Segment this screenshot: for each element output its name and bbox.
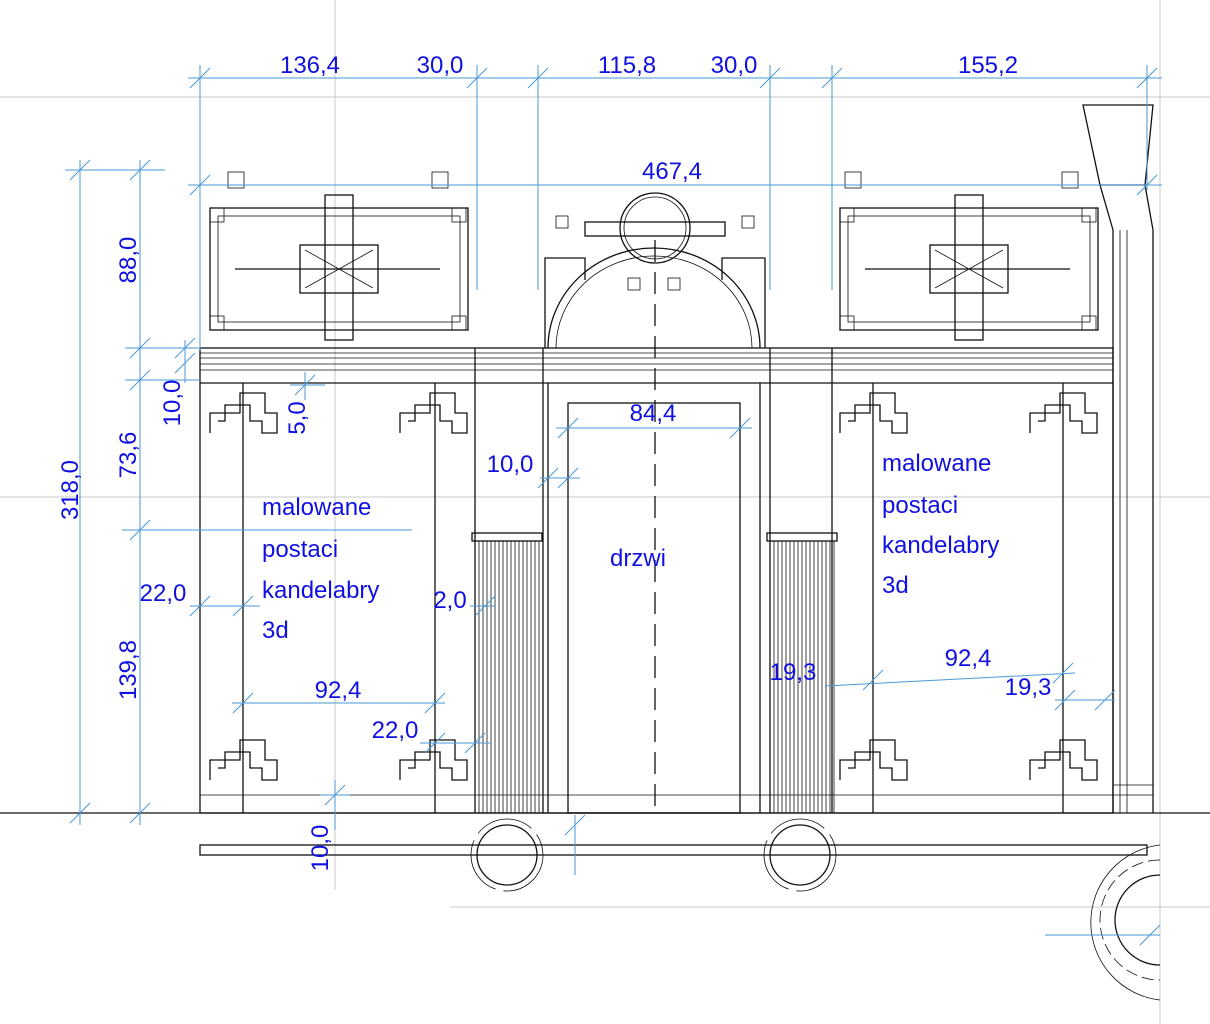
left-panel-label-line-1: malowane [262,494,371,521]
dim-left-margin: 22,0 [140,580,187,607]
right-panel-label-line-1: malowane [882,450,991,477]
dim-top-3: 115,8 [598,52,656,79]
door [567,240,741,814]
dim-lower-panel: 139,8 [115,640,142,700]
dim-top-height: 88,0 [115,237,142,284]
dim-right-panel-width: 92,4 [945,645,992,672]
left-panel-label-line-4: 3d [262,617,289,644]
dim-plinth: 10,0 [307,825,334,872]
dim-door-frame: 10,0 [487,451,534,478]
dim-top-4: 30,0 [711,52,758,79]
dim-gap: 2,0 [433,587,466,614]
right-panel-label-line-4: 3d [882,572,909,599]
dim-overall-width: 467,4 [642,158,702,185]
dimension-labels: 136,4 30,0 115,8 30,0 155,2 467,4 318,0 … [57,52,1051,871]
corner-frets [209,207,1098,781]
plinth-circles [470,818,1161,1001]
dim-door-width: 84,4 [630,400,677,427]
drainpipe [1082,104,1154,813]
dim-top-2: 30,0 [417,52,464,79]
dim-right-left-margin: 19,3 [770,659,817,686]
dim-right-right-margin: 19,3 [1005,674,1052,701]
dim-left-inner-margin: 22,0 [372,717,419,744]
right-lattice [839,171,1099,341]
dim-top-5: 155,2 [958,52,1018,79]
dim-offset: 5,0 [284,401,311,434]
left-panel-label-line-2: postaci [262,536,338,563]
dim-top-1: 136,4 [280,52,340,79]
dim-overall-height: 318,0 [57,460,84,520]
right-panel-label-line-3: kandelabry [882,532,999,559]
columns [471,532,838,813]
central-crest [544,192,766,349]
left-panel-label-line-3: kandelabry [262,577,379,604]
door-label: drzwi [610,545,666,572]
dim-upper-panel: 73,6 [115,432,142,479]
dim-left-panel-width: 92,4 [315,677,362,704]
left-lattice [209,171,469,341]
right-panel-label-line-2: postaci [882,492,958,519]
dimension-lines [65,65,1162,946]
dim-cornice: 10,0 [159,380,186,427]
